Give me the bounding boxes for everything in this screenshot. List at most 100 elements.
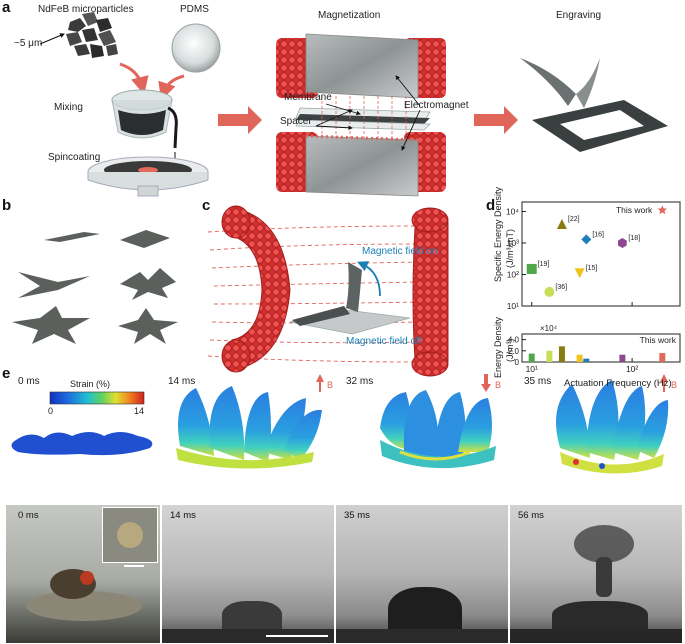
spincoater-icon <box>87 156 209 197</box>
bottom-plot-frame <box>521 333 681 363</box>
field-down-arrow-32ms <box>481 374 491 392</box>
panel-label-c: c <box>202 197 211 214</box>
engraved-membrane <box>520 58 668 152</box>
energy-density-bar <box>558 346 565 362</box>
energy-density-bar <box>619 354 626 362</box>
strain-max: 14 <box>134 406 145 416</box>
photo-56ms: 56 ms <box>510 505 682 643</box>
point-label: [16] <box>592 231 604 238</box>
strain-min: 0 <box>48 406 54 416</box>
magnetization-field-lines <box>321 96 407 140</box>
membrane-pointer <box>325 103 361 116</box>
field-on-label: Magnetic field on <box>362 246 438 257</box>
top-ylabel-line1: Specific Energy Density <box>493 186 503 282</box>
spacer-pointer-2 <box>315 125 353 131</box>
bottom-annotation: This work <box>640 335 677 345</box>
ndfeb-particles-icon <box>66 12 118 58</box>
sim-time-0: 0 ms <box>18 376 40 387</box>
bottom-exponent-label: ×10⁴ <box>540 324 558 333</box>
electromagnet-label: Electromagnet <box>404 100 469 111</box>
marker-triangle-up <box>556 219 567 230</box>
flying-fly-icon <box>574 525 634 563</box>
top-y-tick-label: 10¹ <box>507 301 519 311</box>
field-label-35ms: B <box>671 380 678 390</box>
point-label: [19] <box>538 261 550 268</box>
x-tick-label: 10¹ <box>526 364 538 374</box>
x-tick-label: 10² <box>626 364 638 374</box>
inset-photo <box>102 507 158 563</box>
marker-diamond <box>581 234 592 245</box>
shape-flower <box>118 308 178 344</box>
flower-sim-35ms <box>556 380 669 474</box>
bottom-y-tick-label: 2.0 <box>508 347 520 356</box>
point-label: [18] <box>628 235 640 242</box>
marker-triangle-down <box>574 268 585 279</box>
spincoating-label: Spincoating <box>48 152 101 163</box>
mix-arrow-left <box>119 62 149 95</box>
point-label: This work <box>616 205 653 215</box>
flower-sim-14ms <box>176 386 322 469</box>
shape-cross <box>120 268 176 300</box>
mixing-label: Mixing <box>54 102 83 113</box>
top-ylabel-line2: (J/m³/mT) <box>505 229 515 268</box>
membrane-label: Membrane <box>284 92 332 103</box>
engraving-label: Engraving <box>556 10 602 21</box>
photo-time-2: 35 ms <box>344 510 370 521</box>
sim-time-3: 35 ms <box>524 376 552 387</box>
mix-arrow-right <box>158 74 185 101</box>
panel-label-d: d <box>486 197 496 214</box>
coil-end-bottom-left <box>221 339 251 373</box>
photo-time-0: 0 ms <box>18 510 39 521</box>
pdms-droplet-icon <box>171 23 221 73</box>
size-pointer <box>39 33 65 45</box>
energy-density-bar <box>528 353 535 362</box>
x-axis-label: Actuation Frequency (Hz) <box>564 378 672 389</box>
energy-density-bar <box>576 354 583 362</box>
field-label-14ms: B <box>327 380 334 390</box>
field-up-arrow-35ms <box>660 374 668 392</box>
photo-time-1: 14 ms <box>170 510 196 521</box>
sim-time-1: 14 ms <box>168 376 196 387</box>
beaker-icon <box>111 89 178 149</box>
ground-35ms <box>336 629 508 643</box>
shape-star <box>12 306 90 344</box>
flower-sim-32ms <box>380 390 496 469</box>
rotation-arrow <box>357 261 381 297</box>
panel-label-a: a <box>2 0 11 16</box>
coil-end-bottom-right <box>411 351 449 377</box>
panel-label-e: e <box>2 365 11 382</box>
bottom-y-tick-label: 0 <box>515 358 520 367</box>
bottom-y-tick-label: 4.0 <box>508 336 520 345</box>
scale-bar <box>266 635 328 637</box>
electromagnet-pointer-2 <box>401 109 421 151</box>
shape-arrowhead <box>18 272 90 298</box>
sim-time-2: 32 ms <box>346 376 374 387</box>
top-plot-frame <box>521 201 681 307</box>
strain-colorbar <box>49 391 145 405</box>
magnetization-label: Magnetization <box>318 10 381 21</box>
bottom-ylabel-line1: Energy Density <box>493 316 503 378</box>
fly-eye-icon <box>80 571 94 585</box>
marker-star <box>657 205 668 215</box>
electromagnet-top <box>276 33 446 99</box>
membrane-stack <box>295 107 431 131</box>
shape-bowtie <box>120 230 170 248</box>
spacer-label: Spacer <box>280 116 312 127</box>
inset-scale-bar <box>124 565 144 567</box>
top-y-tick-label: 10² <box>507 269 519 279</box>
top-y-tick-label: 10³ <box>507 238 519 248</box>
ground-56ms <box>510 629 682 643</box>
point-label: [15] <box>586 265 598 272</box>
coil-end-top-right <box>411 207 449 233</box>
point-label: [22] <box>568 216 580 223</box>
field-label-32ms: B <box>495 380 502 390</box>
electromagnet-pointer-1 <box>395 75 421 107</box>
photo-0ms: 0 ms <box>6 505 160 643</box>
point-label: [36] <box>555 284 567 291</box>
marker-circle <box>544 286 555 297</box>
photo-time-3: 56 ms <box>518 510 544 521</box>
process-arrow-2 <box>474 106 518 134</box>
field-up-arrow-14ms <box>316 374 324 392</box>
electromagnet-bottom <box>276 132 446 197</box>
